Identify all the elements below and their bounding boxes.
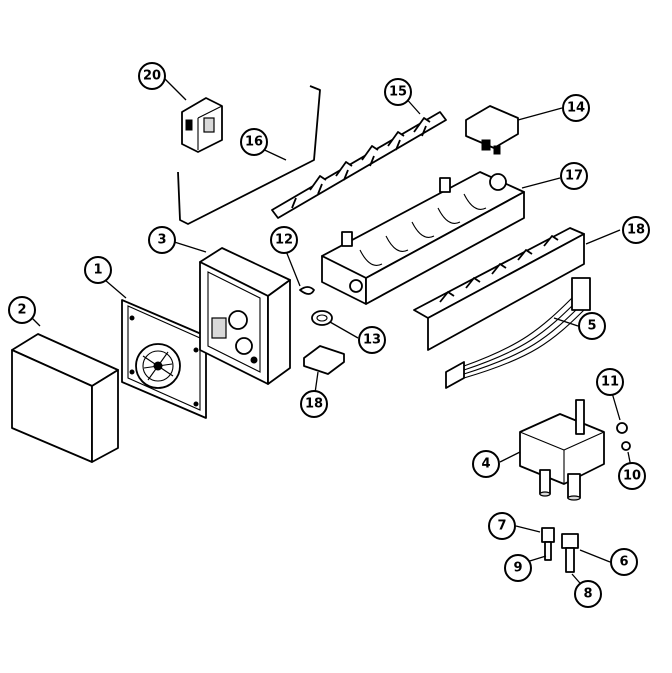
part-thermostat — [465, 105, 519, 155]
callout-15-label: 15 — [389, 85, 407, 100]
callout-18-bracket: 18 — [300, 390, 328, 418]
callout-6: 6 — [610, 548, 638, 576]
callout-9-label: 9 — [513, 561, 522, 576]
callout-16-label: 16 — [245, 135, 263, 150]
part-bracket — [303, 345, 345, 375]
callout-2: 2 — [8, 296, 36, 324]
callout-8-label: 8 — [583, 587, 592, 602]
callout-20: 20 — [138, 62, 166, 90]
part-ejector — [271, 111, 447, 219]
callout-16: 16 — [240, 128, 268, 156]
callout-15: 15 — [384, 78, 412, 106]
callout-17-label: 17 — [565, 169, 583, 184]
callout-9: 9 — [504, 554, 532, 582]
part-fill-shield — [413, 227, 585, 351]
callout-1-label: 1 — [93, 263, 102, 278]
callout-3-label: 3 — [157, 233, 166, 248]
part-mold — [321, 171, 525, 305]
part-motor-housing — [199, 247, 291, 385]
part-cam-gear — [299, 286, 333, 326]
callout-5-label: 5 — [587, 319, 596, 334]
callout-4: 4 — [472, 450, 500, 478]
callout-7-label: 7 — [497, 519, 506, 534]
callout-12: 12 — [270, 226, 298, 254]
callout-6-label: 6 — [619, 555, 628, 570]
callout-10-label: 10 — [623, 469, 641, 484]
callout-13-label: 13 — [363, 333, 381, 348]
callout-17: 17 — [560, 162, 588, 190]
callout-18-shield-label: 18 — [627, 223, 645, 238]
part-fittings — [541, 422, 631, 573]
callout-2-label: 2 — [17, 303, 26, 318]
callout-12-label: 12 — [275, 233, 293, 248]
part-switch — [181, 97, 223, 153]
callout-20-label: 20 — [143, 69, 161, 84]
callout-3: 3 — [148, 226, 176, 254]
part-water-valve — [519, 399, 605, 501]
callout-14: 14 — [562, 94, 590, 122]
part-wire-harness — [445, 277, 591, 389]
callout-10: 10 — [618, 462, 646, 490]
callout-11-label: 11 — [601, 375, 619, 390]
leader-lines — [23, 77, 633, 591]
callout-13: 13 — [358, 326, 386, 354]
part-cover-box — [11, 333, 119, 463]
callout-18-bracket-label: 18 — [305, 397, 323, 412]
part-front-plate — [121, 299, 207, 419]
callout-11: 11 — [596, 368, 624, 396]
callout-14-label: 14 — [567, 101, 585, 116]
callout-8: 8 — [574, 580, 602, 608]
callout-1: 1 — [84, 256, 112, 284]
callout-4-label: 4 — [481, 457, 490, 472]
callout-7: 7 — [488, 512, 516, 540]
callout-5: 5 — [578, 312, 606, 340]
callout-18-shield: 18 — [622, 216, 650, 244]
